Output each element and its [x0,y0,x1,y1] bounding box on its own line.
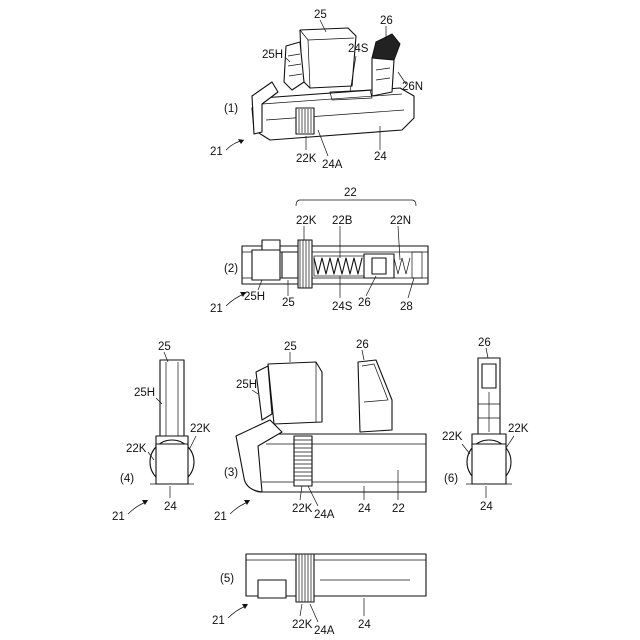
ref-21-label: 21 [210,146,223,158]
label-22K: 22K [292,619,313,631]
view-3-side: (3) 21 25 26 25H 22K 24A 24 22 [214,339,426,523]
slider-side-shape [358,360,392,432]
label-22K-right: 22K [508,423,529,435]
view-4-end: (4) 21 25 25H 22K 22K 24 [112,341,211,523]
label-22K: 22K [296,215,317,227]
ref-21-arrow [228,606,246,618]
hook-25H-shape [284,42,304,90]
label-25: 25 [314,9,327,21]
label-25: 25 [282,297,295,309]
label-22K-left: 22K [442,431,463,443]
leader-26 [362,350,364,360]
label-26: 26 [356,339,369,351]
label-24A: 24A [314,625,335,637]
slider-rear-window [482,364,496,388]
leader-22K-left [462,444,470,454]
label-24A: 24A [322,159,343,171]
label-24: 24 [358,503,371,515]
label-25H: 25H [262,49,283,61]
ref-21-label: 21 [212,615,225,627]
block-side-shape [268,362,322,424]
ref-21-arrowhead [244,500,250,505]
view-2-caption: (2) [224,263,238,275]
leader-22K-right [190,436,196,448]
leader-26 [486,348,488,358]
ref-21-arrowhead [242,604,248,609]
hook-top-shape [252,250,280,280]
label-22K-right: 22K [190,423,211,435]
label-24A: 24A [314,509,335,521]
ref-21-arrow [230,502,248,514]
label-22K: 22K [292,503,313,515]
leader-22K [300,604,302,616]
ref-21-arrow [128,502,146,514]
ref-21-label: 21 [210,303,223,315]
ref-21-label: 21 [112,511,125,523]
label-24S: 24S [348,43,369,55]
label-22K: 22K [296,153,317,165]
label-25H: 25H [244,291,265,303]
label-26: 26 [478,337,491,349]
label-22-group: 22 [344,187,357,199]
view-6-rear: (6) 26 22K 22K 24 [442,337,529,513]
label-24: 24 [358,619,371,631]
ref-21-arrow [226,294,244,306]
label-28: 28 [400,301,413,313]
view-3-caption: (3) [224,467,238,479]
slider-26-base [372,58,394,96]
label-26: 26 [380,15,393,27]
label-25H: 25H [236,379,257,391]
body-24-shape [252,88,414,140]
ref-21-label: 21 [214,511,227,523]
view-6-caption: (6) [444,473,458,485]
base-end-frame [156,444,188,484]
label-25: 25 [158,341,171,353]
hook-top-tab [262,240,280,250]
label-25: 25 [284,341,297,353]
ref-21-arrowhead [142,500,148,505]
block-end-shape [160,360,184,440]
leader-22K-right [506,436,514,448]
label-22B: 22B [332,215,353,227]
label-24: 24 [164,501,177,513]
view-1-perspective: (1) 21 25 25H 26 24S 26N 22K 24A 24 [210,9,423,171]
label-22N: 22N [390,215,411,227]
view-4-caption: (4) [120,473,134,485]
label-24S: 24S [332,301,353,313]
base-rear-frame [472,444,506,484]
view-2-top: 22 (2) 21 22K 22B 22N 25H 25 24S 26 28 [210,187,428,315]
label-22K-left: 22K [126,443,147,455]
label-24: 24 [374,151,387,163]
knob-side-shape [294,436,312,486]
label-25H: 25H [134,387,155,399]
label-22: 22 [392,503,405,515]
slider-top-inner [372,258,386,274]
front-bottom-tab [258,580,286,598]
block-top-shape [282,252,298,278]
view-1-caption: (1) [224,103,238,115]
view-5-caption: (5) [220,573,234,585]
label-26: 26 [358,297,371,309]
label-24: 24 [480,501,493,513]
view-5-bottom: (5) 21 22K 24A 24 [212,554,426,637]
group-22-brace [296,200,416,206]
